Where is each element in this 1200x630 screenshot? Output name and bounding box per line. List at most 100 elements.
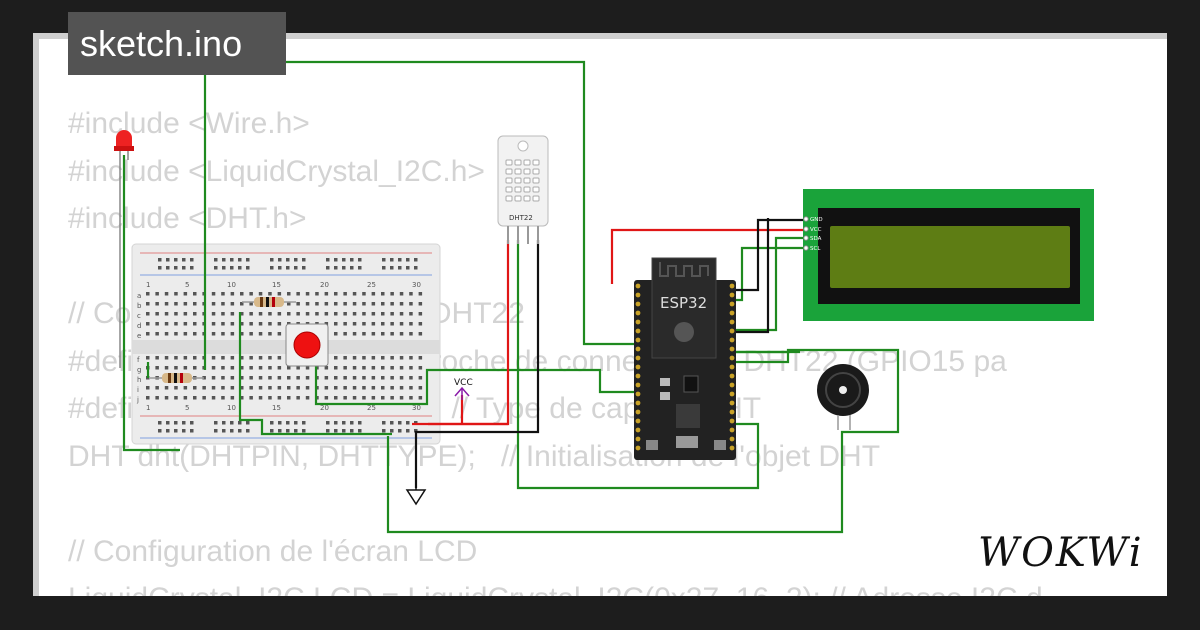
breadboard-hole: [268, 396, 272, 400]
breadboard-hole: [230, 292, 235, 296]
breadboard-hole: [343, 302, 347, 306]
breadboard-hole: [270, 266, 274, 270]
breadboard-hole: [230, 258, 234, 262]
breadboard-hole: [268, 386, 272, 390]
wire-green: [314, 362, 636, 406]
bb-row-label: a: [137, 292, 141, 300]
breadboard-hole: [221, 356, 225, 360]
breadboard-hole: [315, 302, 319, 306]
esp32-pin: [729, 382, 735, 388]
breadboard-hole: [221, 312, 225, 316]
breadboard-hole: [211, 322, 216, 326]
esp32-pin: [635, 445, 641, 451]
breadboard-hole: [249, 386, 253, 390]
breadboard-hole: [174, 322, 178, 326]
breadboard-hole: [409, 302, 413, 306]
breadboard-hole: [211, 332, 216, 336]
breadboard-hole: [240, 356, 244, 360]
bb-col-label: 10: [227, 281, 236, 289]
breadboard-hole: [414, 266, 418, 270]
breadboard-hole: [371, 386, 376, 390]
esp32-board: ESP32: [634, 257, 736, 460]
breadboard-hole: [164, 366, 169, 370]
esp32-pin: [635, 319, 641, 325]
breadboard-hole: [174, 302, 178, 306]
breadboard-hole: [146, 396, 150, 400]
bb-col-label: 30: [412, 281, 421, 289]
breadboard-hole: [399, 332, 404, 336]
breadboard-hole: [418, 356, 423, 360]
breadboard-hole: [230, 386, 235, 390]
breadboard-hole: [193, 292, 197, 296]
esp32-pin: [729, 283, 735, 289]
breadboard-hole: [278, 429, 282, 433]
breadboard-hole: [182, 429, 186, 433]
breadboard-hole: [287, 292, 291, 296]
buzzer: [817, 364, 869, 430]
breadboard-hole: [249, 302, 253, 306]
esp32-pin: [635, 355, 641, 361]
breadboard-hole: [211, 366, 216, 370]
breadboard-hole: [390, 396, 394, 400]
breadboard-hole: [211, 312, 216, 316]
breadboard-hole: [183, 312, 188, 316]
breadboard-hole: [287, 366, 291, 370]
breadboard-hole: [399, 366, 404, 370]
breadboard-hole: [211, 302, 216, 306]
esp32-pin: [729, 436, 735, 442]
dht-vent: [523, 168, 531, 175]
breadboard-hole: [296, 312, 300, 316]
breadboard-hole: [230, 396, 235, 400]
breadboard-hole: [146, 332, 150, 336]
breadboard-hole: [414, 429, 418, 433]
breadboard-hole: [390, 302, 394, 306]
breadboard-hole: [324, 292, 329, 296]
vcc-label: VCC: [454, 378, 473, 388]
esp32-pin: [729, 319, 735, 325]
breadboard-hole: [302, 258, 306, 262]
breadboard-hole: [324, 312, 329, 316]
wokwi-logo[interactable]: WOKWi: [978, 530, 1144, 576]
breadboard-hole: [174, 292, 178, 296]
file-tab[interactable]: sketch.ino: [68, 12, 286, 75]
breadboard-hole: [418, 312, 423, 316]
breadboard-hole: [270, 258, 274, 262]
breadboard-hole: [174, 356, 178, 360]
breadboard-hole: [296, 386, 300, 390]
breadboard-hole: [343, 332, 347, 336]
breadboard-hole: [230, 312, 235, 316]
breadboard-hole: [371, 312, 376, 316]
breadboard-hole: [399, 376, 404, 380]
breadboard-hole: [174, 421, 178, 425]
bb-row-label: j: [136, 396, 139, 404]
wire-green: [203, 60, 636, 370]
breadboard-hole: [270, 421, 274, 425]
breadboard-hole: [409, 332, 413, 336]
breadboard-hole: [418, 332, 423, 336]
breadboard-hole: [334, 421, 338, 425]
breadboard-hole: [350, 429, 354, 433]
breadboard-hole: [258, 386, 263, 390]
breadboard-hole: [287, 302, 291, 306]
breadboard-hole: [352, 386, 357, 390]
breadboard-hole: [258, 396, 263, 400]
breadboard-hole: [166, 266, 170, 270]
breadboard-hole: [277, 292, 282, 296]
breadboard-hole: [183, 366, 188, 370]
esp32-pin: [729, 373, 735, 379]
esp32-pin: [635, 301, 641, 307]
breadboard-hole: [164, 292, 169, 296]
breadboard-hole: [352, 302, 357, 306]
breadboard-hole: [155, 366, 159, 370]
breadboard-hole: [398, 429, 402, 433]
resistor-2: [150, 373, 204, 383]
bb-row-label: d: [137, 322, 141, 330]
breadboard-hole: [287, 312, 291, 316]
bb-col-label: 30: [412, 404, 421, 412]
breadboard-hole: [146, 302, 150, 306]
breadboard-hole: [382, 429, 386, 433]
breadboard-hole: [193, 386, 197, 390]
breadboard-hole: [409, 366, 413, 370]
breadboard-hole: [399, 386, 404, 390]
wire-green: [122, 155, 180, 452]
